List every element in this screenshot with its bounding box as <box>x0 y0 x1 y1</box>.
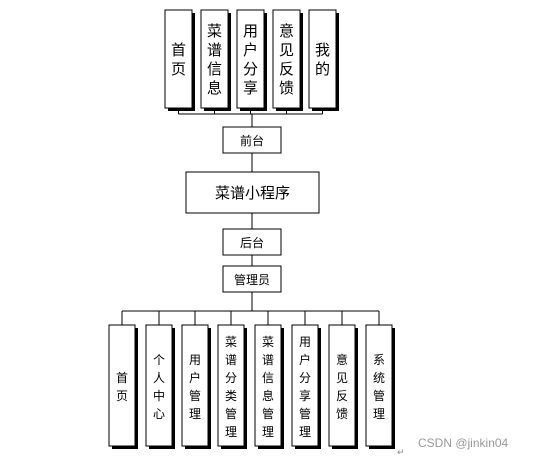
backend-module-group: 首页 个人中心 用户管理 菜谱分类管理 菜谱信息管理 用户分享管理 意见反馈 系统管理 <box>108 324 395 449</box>
top-module-label: 我的 <box>315 41 330 78</box>
top-module-box: 用户分享 <box>236 9 267 111</box>
frontend-module-group: 首页 菜谱信息 用户分享 意见反馈 我的 <box>164 9 339 111</box>
bottom-module-box: 菜谱分类管理 <box>217 324 247 449</box>
bottom-module-box: 用户分享管理 <box>291 324 321 449</box>
bottom-module-box: 首页 <box>108 324 138 449</box>
bottom-module-box: 菜谱信息管理 <box>254 324 284 449</box>
bottom-module-box: 意见反馈 <box>328 324 358 449</box>
admin-node: 管理员 <box>222 265 282 293</box>
bottom-module-label: 菜谱分类管理 <box>225 335 237 439</box>
paragraph-mark: ↵ <box>397 448 405 458</box>
bottom-module-label: 系统管理 <box>373 353 385 421</box>
top-module-label: 意见反馈 <box>279 22 294 97</box>
bottom-module-label: 用户分享管理 <box>299 335 311 439</box>
bottom-module-box: 用户管理 <box>181 324 211 449</box>
admin-node-label: 管理员 <box>234 272 270 287</box>
root-node: 菜谱小程序 <box>185 171 320 214</box>
top-module-label: 菜谱信息 <box>207 22 222 97</box>
top-module-box: 意见反馈 <box>272 9 303 111</box>
bottom-module-label: 个人中心 <box>153 353 165 421</box>
root-node-label: 菜谱小程序 <box>215 184 290 202</box>
bottom-module-label: 意见反馈 <box>336 352 348 421</box>
top-module-label: 用户分享 <box>243 22 258 97</box>
bottom-module-label: 用户管理 <box>189 353 201 421</box>
top-module-box: 我的 <box>308 9 339 111</box>
connector-lines <box>121 108 380 325</box>
backend-node: 后台 <box>222 228 282 256</box>
bottom-module-label: 菜谱信息管理 <box>262 335 274 439</box>
bottom-module-label: 首页 <box>116 371 128 403</box>
bottom-module-box: 系统管理 <box>365 324 395 449</box>
top-module-label: 首页 <box>171 41 186 78</box>
frontend-node-label: 前台 <box>240 133 264 148</box>
top-module-box: 首页 <box>164 9 195 111</box>
frontend-node: 前台 <box>222 126 282 154</box>
backend-node-label: 后台 <box>240 235 264 250</box>
top-module-box: 菜谱信息 <box>200 9 231 111</box>
watermark-text: CSDN @jinkin04 <box>418 436 509 450</box>
bottom-module-box: 个人中心 <box>145 324 175 449</box>
